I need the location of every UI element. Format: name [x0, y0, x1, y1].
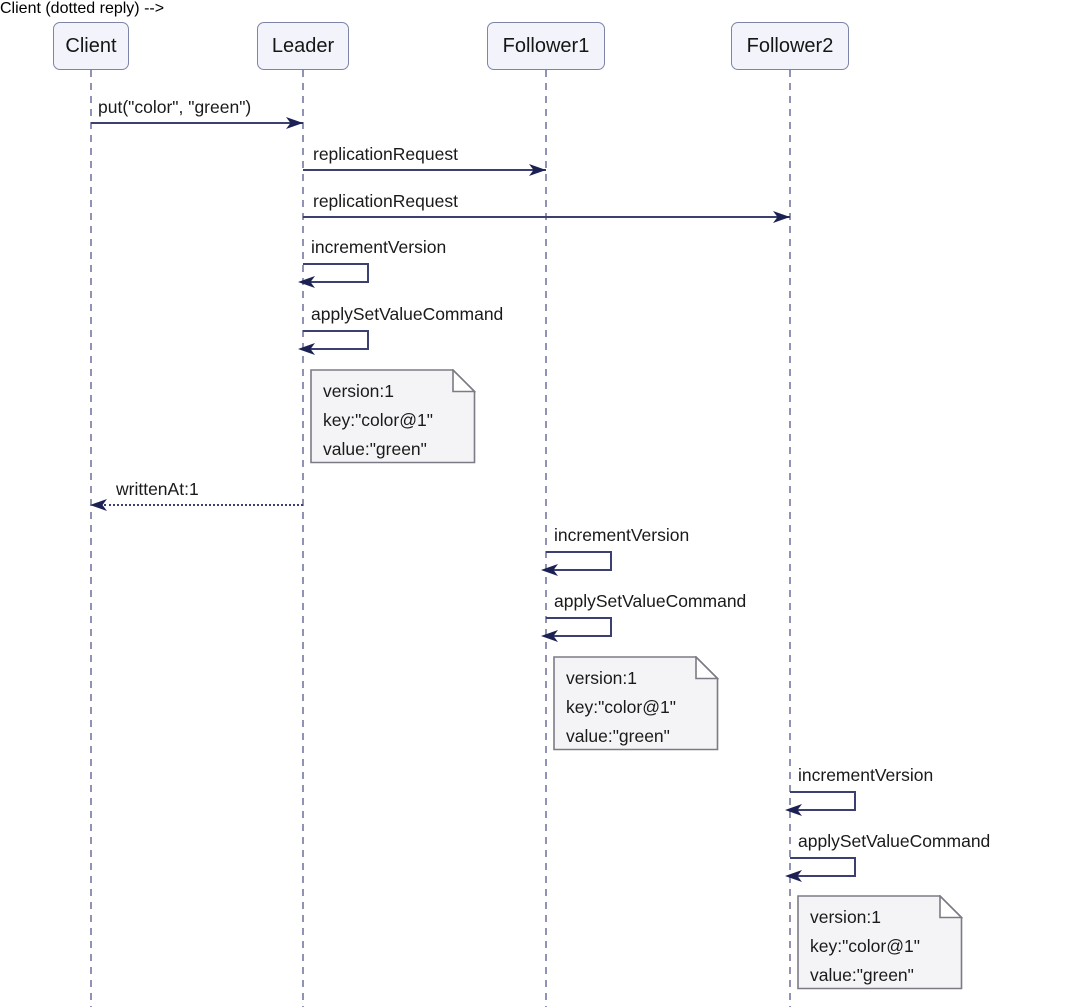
actor-follower1-label: Follower1	[502, 34, 590, 57]
arrowhead-right-icon	[773, 211, 790, 223]
message-label-incrementversion-follower2: incrementVersion	[798, 765, 934, 785]
arrowhead-right-icon	[286, 117, 303, 129]
note-follower1: version:1 key:"color@1" value:"green"	[553, 656, 719, 751]
lifeline-follower1	[545, 70, 547, 1007]
note-line: value:"green"	[810, 965, 914, 985]
message-label-applysetvalue-follower1: applySetValueCommand	[554, 591, 747, 611]
message-label-replication-2: replicationRequest	[313, 191, 458, 211]
arrowhead-left-icon	[541, 564, 558, 576]
note-line: key:"color@1"	[810, 936, 920, 956]
message-label-writtenat: writtenAt:1	[116, 479, 199, 499]
note-shape-icon	[310, 369, 476, 464]
note-line: value:"green"	[566, 726, 670, 746]
actor-leader: Leader	[257, 22, 349, 70]
lifeline-follower2	[789, 70, 791, 1007]
self-call-loop	[546, 617, 612, 637]
message-label-incrementversion-follower1: incrementVersion	[554, 525, 690, 545]
actor-client: Client	[53, 22, 129, 70]
self-call-loop	[790, 791, 856, 811]
lifeline-leader	[302, 70, 304, 1007]
message-line-replication-1	[303, 169, 546, 171]
arrowhead-left-icon	[298, 343, 315, 355]
actor-follower1: Follower1	[487, 22, 605, 70]
message-line-put	[91, 122, 303, 124]
message-label-applysetvalue-follower2: applySetValueCommand	[798, 831, 991, 851]
note-line: version:1	[810, 907, 882, 927]
note-line: key:"color@1"	[323, 410, 433, 430]
message-label-replication-1: replicationRequest	[313, 144, 458, 164]
self-call-loop	[303, 263, 369, 283]
self-call-loop	[546, 551, 612, 571]
message-line-writtenat	[104, 504, 303, 506]
actor-leader-label: Leader	[271, 34, 335, 57]
actor-follower2-label: Follower2	[746, 34, 834, 57]
arrowhead-right-icon	[529, 164, 546, 176]
message-line-replication-2	[303, 216, 790, 218]
actor-client-label: Client	[65, 34, 117, 57]
self-call-loop	[303, 330, 369, 350]
arrowhead-left-icon	[298, 276, 315, 288]
message-label-applysetvalue-leader: applySetValueCommand	[311, 304, 504, 324]
lifeline-client	[90, 70, 92, 1007]
note-line: version:1	[323, 381, 395, 401]
self-call-loop	[790, 857, 856, 877]
note-leader: version:1 key:"color@1" value:"green"	[310, 369, 476, 464]
arrowhead-left-icon	[785, 804, 802, 816]
arrowhead-left-icon	[541, 630, 558, 642]
note-shape-icon	[797, 895, 963, 990]
arrowhead-left-icon	[785, 870, 802, 882]
arrowhead-left-icon	[90, 499, 107, 511]
note-shape-icon	[553, 656, 719, 751]
note-line: version:1	[566, 668, 638, 688]
message-label-put: put("color", "green")	[98, 97, 252, 117]
actor-follower2: Follower2	[731, 22, 849, 70]
note-line: value:"green"	[323, 439, 427, 459]
note-line: key:"color@1"	[566, 697, 676, 717]
message-label-incrementversion-leader: incrementVersion	[311, 237, 447, 257]
note-follower2: version:1 key:"color@1" value:"green"	[797, 895, 963, 990]
